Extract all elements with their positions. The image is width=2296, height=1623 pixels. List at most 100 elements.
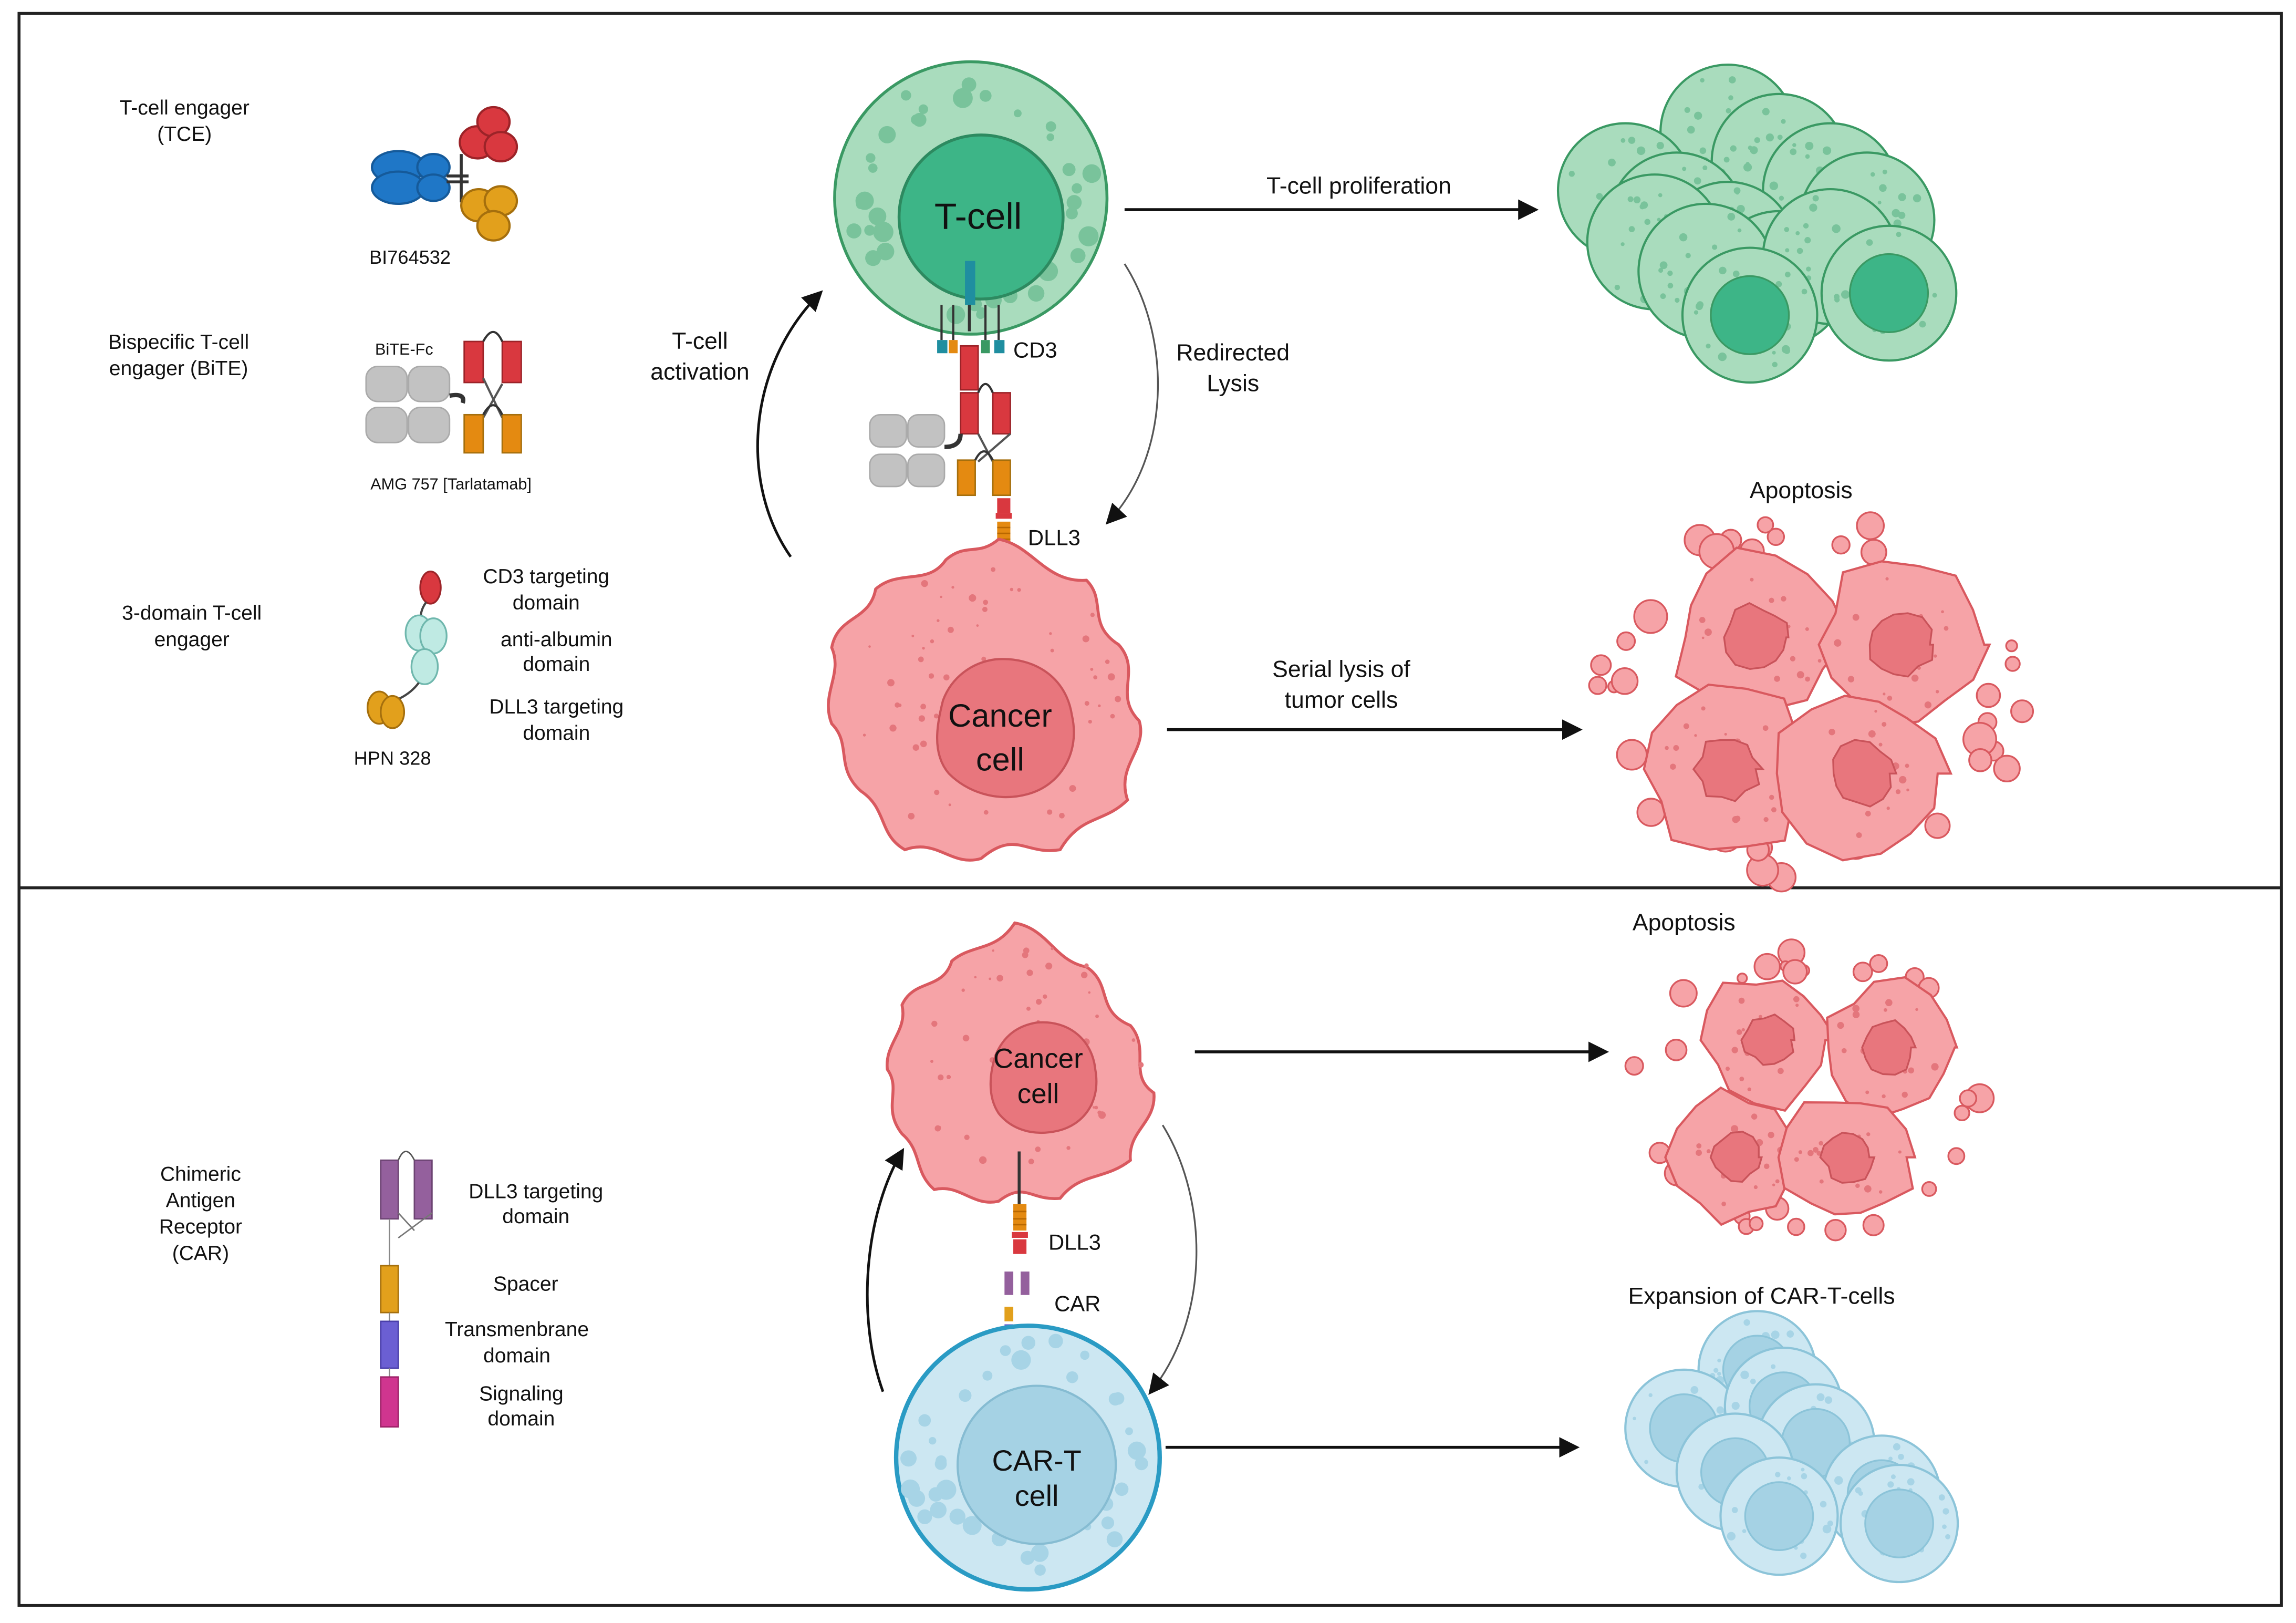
apoptotic-bleb	[2010, 699, 2034, 723]
apoptotic-nucleus	[1819, 1132, 1876, 1184]
cancer-cell-top-line2: cell	[976, 741, 1024, 778]
apoptotic-bleb	[1616, 631, 1636, 651]
cytoplasm-dot	[1944, 626, 1949, 631]
apoptotic-cell	[1664, 1086, 1811, 1226]
cytoplasm-dot	[1772, 361, 1778, 368]
cytoplasm-dot	[900, 90, 911, 101]
cytoplasm-dot	[1877, 200, 1882, 204]
car-dll3-domain-line2: domain	[502, 1205, 569, 1228]
apoptosis-label-bottom: Apoptosis	[1633, 910, 1736, 936]
cytoplasm-dot	[1866, 1132, 1871, 1136]
cytoplasm-dot	[1784, 272, 1791, 277]
serial-lysis-line2: tumor cells	[1285, 687, 1398, 713]
bite-legend: Bispecific T-cell engager (BiTE) BiTE-Fc…	[108, 331, 532, 493]
daughter-cell	[1839, 1463, 1959, 1584]
cytoplasm-dot	[1066, 207, 1078, 220]
cytoplasm-dot	[1696, 1143, 1702, 1149]
cytoplasm-dot	[928, 673, 934, 679]
cytoplasm-dot	[1763, 816, 1769, 822]
car-lysis-arrow	[1148, 1124, 1198, 1395]
cell-nucleus	[1744, 1481, 1814, 1551]
t-cell-label: T-cell	[934, 195, 1022, 236]
activation-arrow	[756, 290, 823, 558]
cytoplasm-dot	[1084, 963, 1089, 968]
cytoplasm-dot	[1790, 148, 1797, 156]
cytoplasm-dot	[1644, 219, 1651, 225]
cell-nucleus	[1848, 253, 1929, 334]
cytoplasm-dot	[940, 595, 942, 598]
cytoplasm-dot	[1017, 588, 1021, 592]
cytoplasm-dot	[1786, 1330, 1794, 1338]
cytoplasm-dot	[1732, 815, 1740, 823]
cytoplasm-dot	[1832, 224, 1841, 233]
cytoplasm-dot	[1066, 1371, 1078, 1383]
cytoplasm-dot	[868, 207, 887, 225]
cytoplasm-dot	[1783, 347, 1791, 354]
cytoplasm-dot	[1907, 1478, 1915, 1486]
apoptotic-cells-bottom	[1624, 938, 1995, 1242]
cytoplasm-dot	[1874, 710, 1877, 713]
apoptotic-bleb	[1787, 1217, 1805, 1236]
apoptotic-bleb	[1590, 654, 1612, 676]
apoptotic-bleb	[1954, 1104, 1970, 1122]
apoptotic-cell	[1699, 979, 1839, 1112]
cd3-label: CD3	[1013, 338, 1057, 363]
apoptotic-cell	[1675, 546, 1852, 721]
cytoplasm-dot	[1716, 1406, 1724, 1414]
cytoplasm-dot	[1741, 1028, 1745, 1032]
cytoplasm-dot	[1694, 734, 1697, 737]
cytoplasm-dot	[1865, 811, 1871, 816]
cytoplasm-dot	[1679, 233, 1688, 242]
cytoplasm-dot	[1658, 193, 1663, 198]
cytoplasm-dot	[1772, 1183, 1775, 1186]
cytoplasm-dot	[1813, 1147, 1819, 1153]
cytoplasm-dot	[1931, 1063, 1939, 1071]
cytoplasm-dot	[1098, 1111, 1106, 1119]
cytoplasm-dot	[918, 715, 926, 722]
cytoplasm-dot	[1644, 1460, 1648, 1464]
cytoplasm-dot	[1730, 1125, 1739, 1133]
cytoplasm-dot	[1048, 1333, 1063, 1349]
apoptotic-bleb	[1611, 667, 1639, 695]
cytoplasm-dot	[1809, 203, 1817, 212]
apoptotic-bleb	[2005, 639, 2018, 653]
cytoplasm-dot	[1945, 1534, 1950, 1539]
cytoplasm-dot	[1737, 228, 1742, 233]
cytoplasm-dot	[1885, 999, 1893, 1007]
cytoplasm-dot	[1781, 119, 1786, 124]
cytoplasm-dot	[1717, 1371, 1721, 1376]
cytoplasm-dot	[1706, 344, 1711, 349]
cytoplasm-dot	[1868, 730, 1876, 738]
cd3-receptor	[937, 261, 1005, 354]
apoptotic-bleb	[1856, 511, 1885, 540]
cytoplasm-dot	[934, 1125, 941, 1132]
cytoplasm-dot	[1090, 613, 1095, 617]
cytoplasm-dot	[1717, 1358, 1721, 1363]
cytoplasm-dot	[1855, 1183, 1860, 1188]
cytoplasm-dot	[1014, 109, 1022, 118]
cytoplasm-dot	[937, 619, 940, 622]
cytoplasm-dot	[912, 744, 919, 751]
cytoplasm-dot	[1829, 728, 1835, 736]
cytoplasm-dot	[1885, 577, 1889, 581]
cytoplasm-dot	[1725, 1067, 1730, 1071]
cytoplasm-dot	[1106, 1531, 1123, 1547]
cytoplasm-dot	[1066, 195, 1082, 210]
cytoplasm-dot	[959, 1389, 972, 1402]
cytoplasm-dot	[1938, 1494, 1945, 1501]
apoptotic-bleb	[1616, 739, 1648, 771]
cytoplasm-dot	[1731, 1507, 1738, 1513]
cytoplasm-dot	[1888, 1456, 1893, 1461]
cytoplasm-dot	[1660, 293, 1666, 299]
cytoplasm-dot	[1687, 126, 1695, 134]
cytoplasm-dot	[1568, 171, 1575, 177]
cytoplasm-dot	[1648, 1393, 1653, 1398]
cytoplasm-dot	[1942, 1524, 1947, 1529]
cytoplasm-dot	[1731, 1401, 1740, 1410]
apoptotic-cell	[1817, 560, 1991, 728]
cytoplasm-dot	[1865, 1090, 1869, 1094]
cytoplasm-dot	[1088, 991, 1091, 994]
apoptotic-bleb	[1959, 1089, 1978, 1108]
apoptotic-nucleus	[1832, 739, 1898, 808]
car-structure-icon	[380, 1151, 433, 1428]
